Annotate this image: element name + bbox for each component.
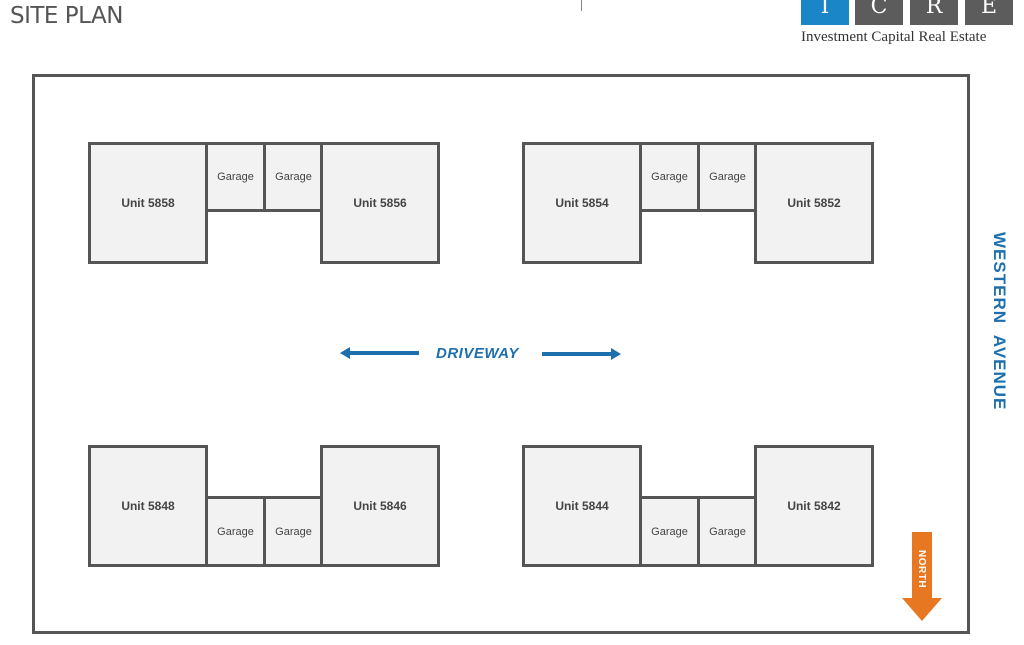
garage-label: Garage xyxy=(651,171,688,183)
unit-5856: Unit 5856 xyxy=(320,142,440,264)
logo-letter-c: C xyxy=(855,0,903,25)
driveway-right-arrow-icon xyxy=(542,348,621,360)
logo-letter-e: E xyxy=(965,0,1013,25)
driveway-left-arrow-icon xyxy=(340,347,419,359)
garage-label: Garage xyxy=(651,525,688,538)
page-title: SITE PLAN xyxy=(10,3,123,29)
unit-5848: Unit 5848 xyxy=(88,445,208,567)
garage-label: Garage xyxy=(275,525,312,538)
unit-label: Unit 5858 xyxy=(121,196,175,210)
garage-label: Garage xyxy=(275,171,312,183)
north-arrow-icon xyxy=(902,532,942,621)
unit-label: Unit 5854 xyxy=(555,196,609,210)
unit-label: Unit 5846 xyxy=(353,499,407,513)
garage-label: Garage xyxy=(217,525,254,538)
unit-5852: Unit 5852 xyxy=(754,142,874,264)
garage-label: Garage xyxy=(709,171,746,183)
top-divider-tick xyxy=(581,0,582,11)
unit-5854: Unit 5854 xyxy=(522,142,642,264)
garage-label: Garage xyxy=(217,171,254,183)
unit-label: Unit 5852 xyxy=(787,196,841,210)
street-label: WESTERN AVENUE xyxy=(990,232,1009,411)
garage-label: Garage xyxy=(709,525,746,538)
unit-label: Unit 5842 xyxy=(787,499,841,513)
logo-letter-i: I xyxy=(801,0,849,25)
garage: Garage xyxy=(205,142,266,212)
unit-label: Unit 5848 xyxy=(121,499,175,513)
driveway-label: DRIVEWAY xyxy=(436,345,519,362)
unit-label: Unit 5856 xyxy=(353,196,407,210)
garage: Garage xyxy=(639,496,700,567)
unit-label: Unit 5844 xyxy=(555,499,609,513)
unit-5846: Unit 5846 xyxy=(320,445,440,567)
logo-letter-r: R xyxy=(910,0,958,25)
garage: Garage xyxy=(639,142,700,212)
site-boundary xyxy=(32,74,970,634)
north-label: NORTH xyxy=(916,550,927,589)
unit-5858: Unit 5858 xyxy=(88,142,208,264)
garage: Garage xyxy=(697,496,758,567)
unit-5842: Unit 5842 xyxy=(754,445,874,567)
garage: Garage xyxy=(263,496,324,567)
logo-tagline: Investment Capital Real Estate xyxy=(801,29,987,45)
